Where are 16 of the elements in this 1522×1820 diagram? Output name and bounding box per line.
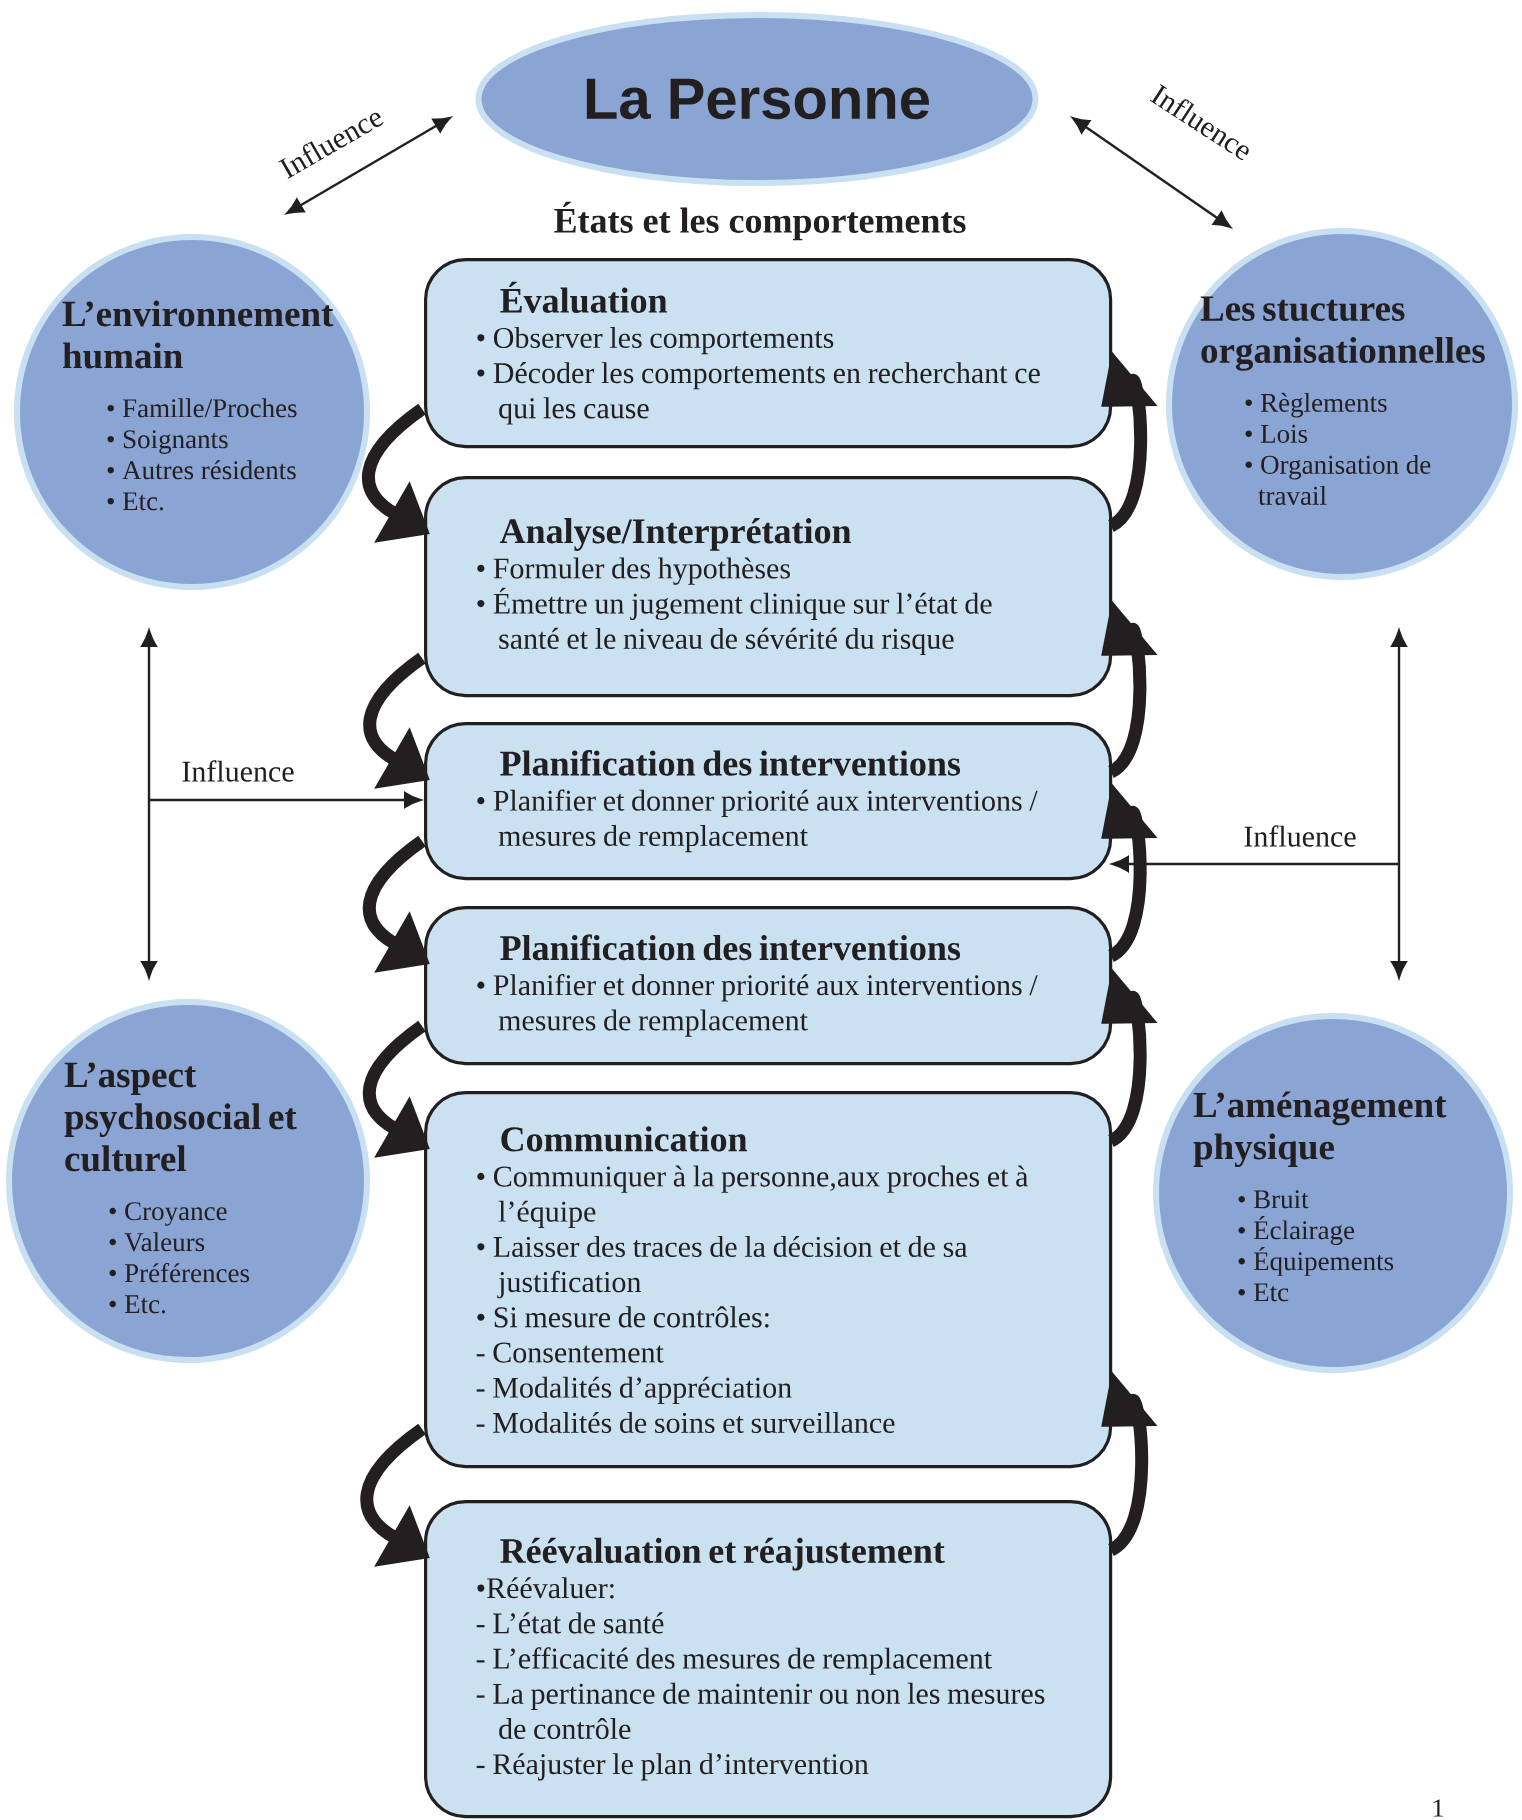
edge-label: Influence: [1241, 823, 1359, 849]
process-box: Planification des interventions • Planifier et donner priorité aux interventions / mesures de remplacement: [424, 906, 1113, 1066]
double-arrow: [286, 116, 451, 215]
arrow: [149, 792, 421, 808]
process-box: Évaluation • Observer les comportements • Décoder les comportements en recherchant ce qui les cause: [424, 258, 1113, 449]
double-arrow: [1072, 117, 1231, 228]
process-box: Réévaluation et réajustement •Réévaluer: - L’état de santé - L’efficacité des mesures de remplacement - La pertinance de maintenir ou non les mesures de contrôle - Réajuster le plan d’intervention: [424, 1500, 1113, 1819]
process-box: Planification des interventions • Planifier et donner priorité aux interventions / mesures de remplacement: [424, 722, 1113, 881]
page-number: 1: [1433, 1799, 1443, 1817]
double-arrow: [141, 630, 157, 979]
arrow: [1112, 856, 1399, 872]
process-box: Communication • Communiquer à la personne,aux proches et à l’équipe • Laisser des traces de la décision et de sa justification • Si mesure de contrôles: - Consentement - Modalités d’appréciation - Modalités de soins et surveillance: [424, 1091, 1113, 1469]
double-arrow: [1391, 630, 1407, 979]
process-box: Analyse/Interprétation • Formuler des hypothèses • Émettre un jugement clinique sur l’état de santé et le niveau de sévérité du risque: [424, 476, 1113, 698]
column-heading: États et les comportements: [554, 201, 966, 241]
edge-label: Influence: [179, 758, 297, 784]
